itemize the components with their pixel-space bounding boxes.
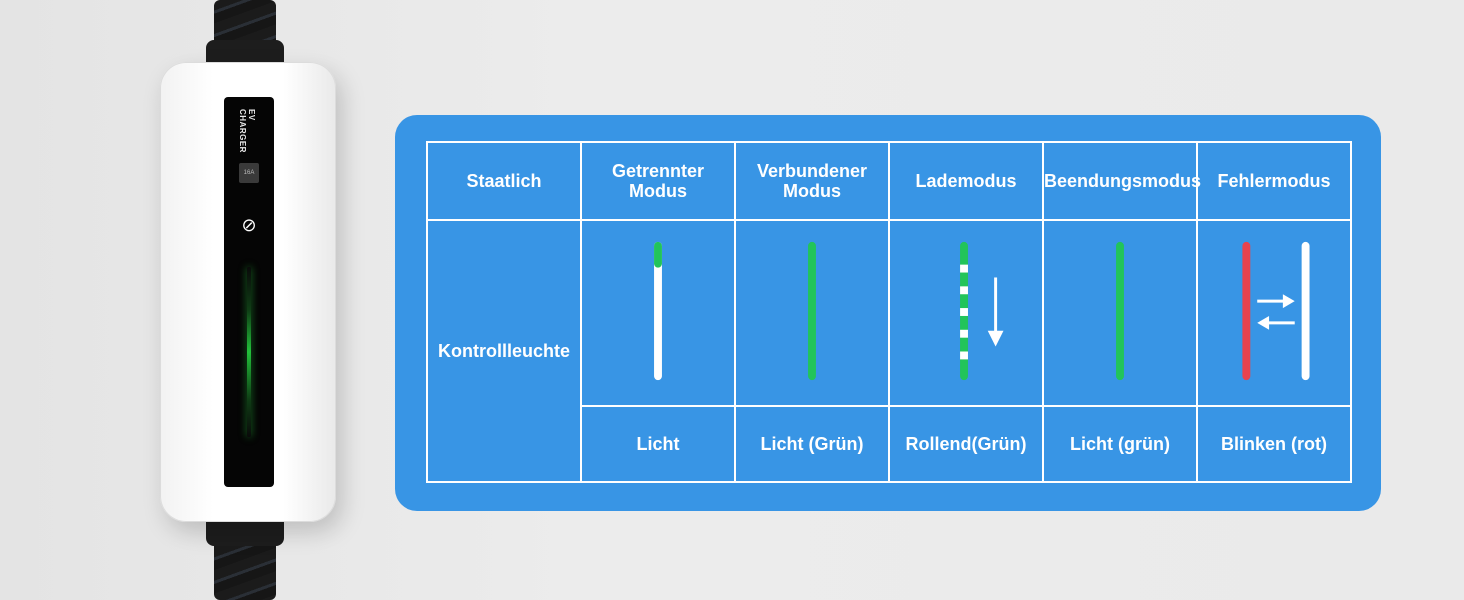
table-header-row: Staatlich Getrennter Modus Verbundener M… bbox=[426, 141, 1352, 221]
indicator-info-card: Staatlich Getrennter Modus Verbundener M… bbox=[395, 115, 1381, 511]
indicator-cell bbox=[734, 219, 890, 407]
table-row: Licht Licht (Grün) Rollend(Grün) Licht (… bbox=[427, 405, 1352, 483]
table-row: Kontrollleuchte bbox=[426, 219, 1352, 483]
description-cell: Licht (grün) bbox=[1042, 405, 1198, 483]
description-cell: Blinken (rot) bbox=[1196, 405, 1352, 483]
indicator-cell bbox=[580, 219, 736, 407]
indicator-cell bbox=[888, 219, 1044, 407]
green-dashed-bar-down-arrow-icon bbox=[960, 241, 1004, 381]
description-cell: Rollend(Grün) bbox=[888, 405, 1044, 483]
description-cell: Licht bbox=[580, 405, 736, 483]
header-cell: Beendungsmodus bbox=[1042, 141, 1201, 221]
header-cell: Fehlermodus bbox=[1196, 141, 1352, 221]
header-cell: Lademodus bbox=[888, 141, 1044, 221]
red-white-bars-swap-arrows-icon bbox=[1242, 241, 1310, 381]
charger-display-panel: EV CHARGER 16A ⊘ bbox=[224, 97, 274, 487]
header-cell: Verbundener Modus bbox=[734, 141, 890, 221]
header-cell: Staatlich bbox=[426, 141, 582, 221]
description-cell: Licht (Grün) bbox=[734, 405, 890, 483]
charger-current-badge: 16A bbox=[239, 163, 259, 183]
header-cell: Getrennter Modus bbox=[580, 141, 736, 221]
indicator-cell bbox=[1042, 219, 1198, 407]
green-bar-icon bbox=[1116, 241, 1124, 381]
white-bar-green-tip-icon bbox=[654, 241, 662, 381]
power-logo-icon: ⊘ bbox=[241, 215, 257, 235]
indicator-table: Staatlich Getrennter Modus Verbundener M… bbox=[426, 141, 1352, 483]
status-light-icon bbox=[247, 267, 251, 437]
indicator-cell bbox=[1196, 219, 1352, 407]
green-bar-icon bbox=[808, 241, 816, 381]
row-label-cell: Kontrollleuchte bbox=[426, 219, 582, 483]
charger-brand-label: EV CHARGER bbox=[238, 109, 256, 153]
